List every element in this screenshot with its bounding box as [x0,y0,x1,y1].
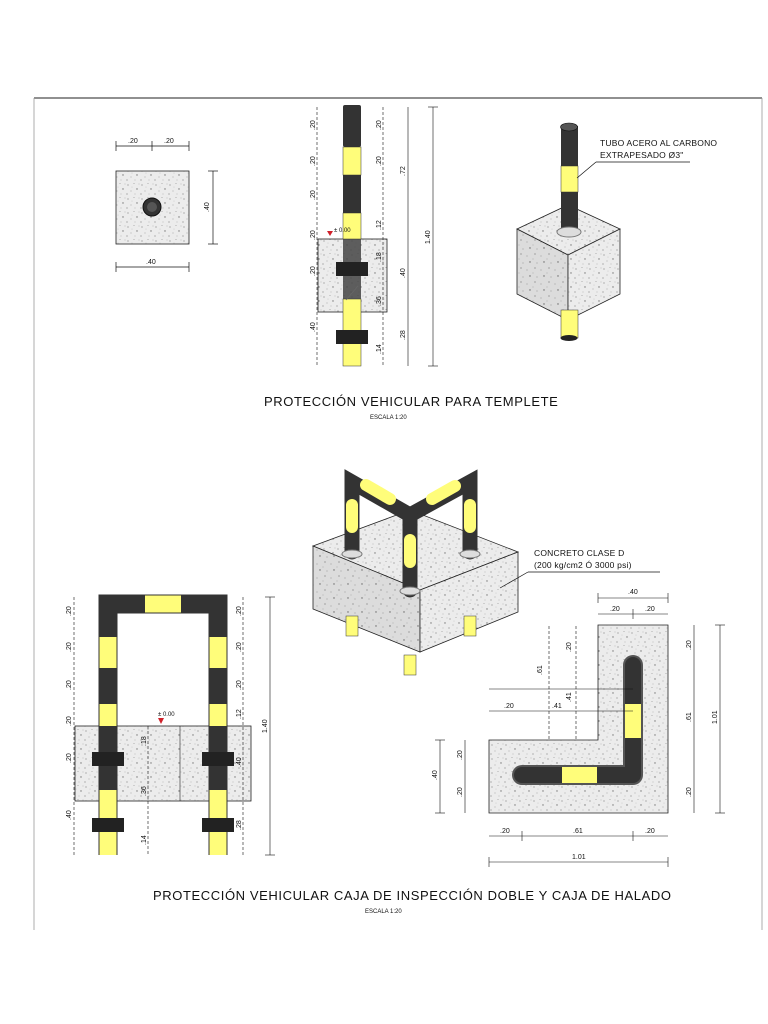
d2-callout-line2: (200 kg/cm2 Ó 3000 psi) [534,560,632,570]
d2-title: PROTECCIÓN VEHICULAR CAJA DE INSPECCIÓN … [153,888,672,903]
d1-plan-dim-top-right: .20 [164,138,174,145]
d2-elevation-view: ± 0.00 .20 .20 .20 .20 .20 .40 .18 .36 .… [66,594,275,856]
d2-inner-dim-3: .14 [141,835,148,845]
d2-plan-top-left: .20 [610,606,620,613]
d1-elevation-pipe [336,105,368,367]
d2-inner-dim-1: .18 [141,736,148,746]
d2-left-dim-6: .40 [66,810,73,820]
d1-inner-dim-4: .18 [376,252,383,262]
d2-left-dim-2: .20 [66,642,73,652]
d2-level-mark: ± 0.00 [158,712,175,718]
d1-inner-dim-3: .12 [376,220,383,230]
d1-right-dim-b: .40 [400,268,407,278]
d1-callout-line1: TUBO ACERO AL CARBONO [600,138,717,148]
d2-callout-line1: CONCRETO CLASE D [534,548,624,558]
d2-plan-right-total: 1.01 [712,710,719,724]
d1-left-dim-2: .20 [310,156,317,166]
d2-mid-dim-5: .40 [236,757,243,767]
d2-mid-dim-4: .12 [236,709,243,719]
d2-plan-view: .40 .20 .20 .61 .41 .20 .20 .41 .40 .20 … [432,589,725,867]
d1-left-dim-4: .20 [310,230,317,240]
d2-plan-h1: .61 [537,665,544,675]
d2-plan-bottom-a: .20 [500,828,510,835]
d2-left-dim-3: .20 [66,680,73,690]
d2-plan-bottom-c: .20 [645,828,655,835]
d2-left-dim-4: .20 [66,716,73,726]
d2-isometric-pipe-frame [344,469,478,598]
d2-mid-dim-2: .20 [236,642,243,652]
d2-plan-pipe [512,655,643,785]
d2-mid-dim-1: .20 [236,606,243,616]
d1-inner-dim-2: .20 [376,156,383,166]
d2-plan-right-b: .61 [686,712,693,722]
d2-plan-v1: .20 [566,642,573,652]
d2-plan-left-a: .20 [504,703,514,710]
d1-plan-view: .20 .20 .40 .40 [115,138,218,272]
d1-title: PROTECCIÓN VEHICULAR PARA TEMPLETE [264,394,558,409]
d1-elevation-view: ± 0.00 .20 .20 .20 .20 .20 .40 .20 .20 .… [310,105,438,367]
d1-isometric-view: TUBO ACERO AL CARBONO EXTRAPESADO Ø3" [516,122,717,341]
d1-inner-dim-6: .14 [376,344,383,354]
d2-plan-bottom-b: .61 [573,828,583,835]
d2-isometric-view: CONCRETO CLASE D (200 kg/cm2 Ó 3000 psi) [311,469,660,676]
d2-left-dim-1: .20 [66,606,73,616]
d2-elev-total: 1.40 [262,719,269,733]
d2-plan-left-b: .41 [552,703,562,710]
d1-level-mark: ± 0.00 [334,228,351,234]
d2-plan-left-s2: .20 [457,787,464,797]
d1-left-dim-1: .20 [310,120,317,130]
d2-mid-dim-6: .28 [236,820,243,830]
d2-left-dim-5: .20 [66,753,73,763]
d2-scale: ESCALA 1:20 [365,909,402,915]
d2-plan-left-s1: .20 [457,750,464,760]
d1-callout-line2: EXTRAPESADO Ø3" [600,150,683,160]
d1-plan-dim-bottom: .40 [146,259,156,266]
d2-plan-top-right: .20 [645,606,655,613]
d2-plan-right-a: .20 [686,640,693,650]
d2-mid-dim-3: .20 [236,680,243,690]
d2-plan-top-total: .40 [628,589,638,596]
d2-plan-right-c: .20 [686,787,693,797]
d2-inner-dim-2: .36 [141,786,148,796]
d1-inner-dim-1: .20 [376,120,383,130]
d1-plan-dim-top-left: .20 [128,138,138,145]
d2-plan-bottom-total: 1.01 [572,854,586,861]
d1-right-dim-a: .72 [400,166,407,176]
d1-right-dim-c: .28 [400,330,407,340]
d1-left-dim-6: .40 [310,322,317,332]
d2-plan-left-side: .40 [432,770,439,780]
d1-left-dim-3: .20 [310,190,317,200]
d1-left-dim-5: .20 [310,266,317,276]
d2-plan-h2: .41 [566,692,573,702]
d1-plan-dim-side: .40 [204,202,211,212]
d1-inner-dim-5: .36 [376,296,383,306]
d1-right-dim-total: 1.40 [425,230,432,244]
d1-scale: ESCALA 1:20 [370,415,407,421]
